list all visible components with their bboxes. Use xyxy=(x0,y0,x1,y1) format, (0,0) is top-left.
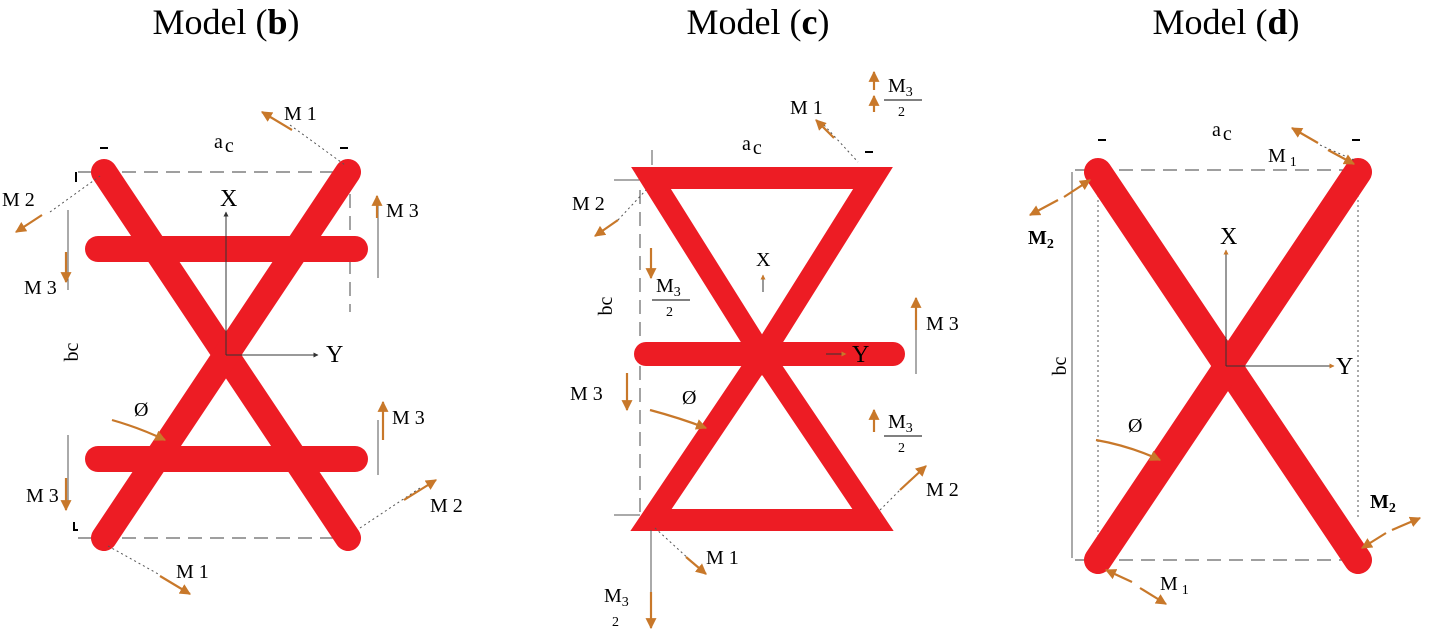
model-d-m2-right-label: M2 xyxy=(1370,491,1396,516)
model-c-m3half-left-num: M3 xyxy=(656,275,681,300)
model-b-m2-left-leader xyxy=(49,175,101,213)
model-c-b-label: bc xyxy=(595,296,617,315)
model-c-m2-right-arrow-icon xyxy=(899,465,927,491)
model-c-m1-bottom-arrow-icon xyxy=(685,556,707,575)
model-b-b-tick-bottom xyxy=(73,522,78,531)
model-d-m2-left-arrow-icon-2 xyxy=(1063,179,1091,198)
model-d-m1-bottom-arrow-icon xyxy=(1105,569,1133,583)
model-b-y-label: Y xyxy=(326,342,343,368)
model-b-b-label: bc xyxy=(61,342,83,361)
model-b-m1-top-leader xyxy=(289,124,346,166)
model-c-m2-left-label: M 2 xyxy=(572,193,605,215)
model-b-m3-left-top-label: M 3 xyxy=(24,277,57,299)
model-d-m2-right-arrow-icon-2 xyxy=(1361,532,1387,549)
model-b-m2-right-leader xyxy=(359,487,421,529)
model-c-angle-arc-icon xyxy=(649,408,708,430)
model-b-m1-bottom-arrow-icon xyxy=(159,575,191,595)
model-b-m3-right-bottom-label: M 3 xyxy=(392,407,425,429)
model-d-m1-top-arrow-icon xyxy=(1291,127,1319,144)
model-c-m1-top-label: M 1 xyxy=(790,97,823,119)
model-c-x-label: X xyxy=(756,249,771,271)
model-c-m2-left-leader xyxy=(617,189,647,221)
model-c-m1-bottom-leader xyxy=(654,527,691,561)
model-c-bottom-triangle xyxy=(630,335,894,531)
model-c-y-label: Y xyxy=(852,342,869,368)
model-d-x-label: X xyxy=(1220,224,1237,250)
model-b-x-label: X xyxy=(220,186,237,212)
model-b-m1-bottom-label: M 1 xyxy=(176,561,209,583)
model-b-m1-top-label: M 1 xyxy=(284,103,317,125)
model-c-m3-right-label: M 3 xyxy=(926,313,959,335)
model-c-m3-left-label: M 3 xyxy=(570,383,603,405)
model-d-m2-left-arrow-icon xyxy=(1029,199,1059,216)
model-c-m3half-left-den: 2 xyxy=(666,305,673,320)
model-d-m2-left-label: M2 xyxy=(1028,227,1054,252)
model-c-m3half-top-num: M3 xyxy=(888,75,913,100)
model-c-m1-top-leader xyxy=(823,124,859,163)
model-c-m3half-bottom-den: 2 xyxy=(612,615,619,630)
model-b-m2-right-arrow-icon xyxy=(403,479,437,501)
model-b-m3-left-bottom-label: M 3 xyxy=(26,485,59,507)
model-d-b-label: bc xyxy=(1049,356,1071,375)
model-b-angle-arc-icon xyxy=(111,418,166,441)
model-c-angle-label: Ø xyxy=(682,387,696,409)
model-d-m1-bottom-arrow-icon-2 xyxy=(1139,587,1167,605)
model-c-title: Model (c) xyxy=(687,2,830,42)
model-b-m2-left-label: M 2 xyxy=(2,189,35,211)
model-c-m3half-bottom-num: M3 xyxy=(604,585,629,610)
model-c-m2-right-label: M 2 xyxy=(926,479,959,501)
model-d-angle-arc-icon xyxy=(1095,438,1161,461)
model-c-top-triangle xyxy=(631,167,893,376)
model-d-title: Model (d) xyxy=(1152,2,1299,42)
model-d-angle-label: Ø xyxy=(1128,415,1142,437)
model-d-m1-top-leader xyxy=(1319,144,1355,161)
model-b-m2-right-label: M 2 xyxy=(430,495,463,517)
model-c-m1-bottom-label: M 1 xyxy=(706,547,739,569)
model-c-m1-top-arrow-icon xyxy=(815,119,835,139)
model-b-title: Model (b) xyxy=(152,2,299,42)
model-b-m1-bottom-leader xyxy=(107,545,161,576)
model-c-m3half-top-den: 2 xyxy=(898,105,905,120)
model-b-angle-label: Ø xyxy=(134,399,148,421)
model-c-m2-left-arrow-icon xyxy=(594,219,619,237)
model-b-m1-top-arrow-icon xyxy=(261,111,293,131)
model-b-m3-right-top-label: M 3 xyxy=(386,200,419,222)
model-d-y-label: Y xyxy=(1336,354,1353,380)
model-d-m2-right-arrow-icon xyxy=(1391,516,1422,532)
model-c-m3half-right-den: 2 xyxy=(898,441,905,456)
model-d-m1-top-arrow-icon-2 xyxy=(1327,149,1355,165)
model-c-m3half-right-num: M3 xyxy=(888,411,913,436)
model-b-m2-left-arrow-icon xyxy=(15,214,43,233)
